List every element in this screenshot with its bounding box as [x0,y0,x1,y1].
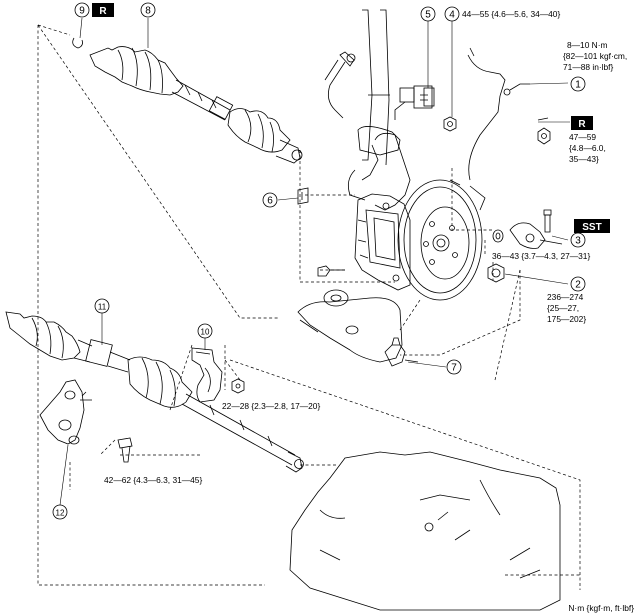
torque-1-line2: {82—101 kgf·cm, [563,51,627,61]
castle-nut [537,117,551,145]
transaxle-case [289,451,561,611]
torque-4: 44—55 {4.6—5.6, 34—40} [462,9,560,19]
upper-drive-shaft [89,46,303,164]
callout-2: 2 [570,276,586,292]
torque-3: 36—43 {3.7—4.3, 27—31} [492,251,590,261]
callout-11: 11 [94,298,110,314]
units-legend: N·m {kgf·m, ft·lbf} [568,603,634,613]
support-bracket [191,347,223,403]
lower-arm [297,289,419,367]
dashed-guide-lines [37,24,581,590]
svg-text:2: 2 [575,280,581,291]
torque-nut-line3: 35—43} [569,154,599,164]
callout-3: 3 [570,232,586,248]
callout-leaders [59,17,569,506]
joint-shaft-bracket [39,379,92,445]
svg-text:4: 4 [449,10,455,21]
callout-8: 8 [140,2,156,18]
torque-nut-line2: {4.8—6.0, [569,143,606,153]
callout-5: 5 [420,6,436,22]
callout-7: 7 [446,359,462,375]
clip [297,187,309,205]
svg-text:R: R [578,119,586,130]
abs-sensor-connector [423,87,435,107]
svg-text:10: 10 [201,328,210,337]
svg-text:11: 11 [98,303,107,312]
lock-nut [443,116,457,132]
svg-text:7: 7 [451,363,457,374]
svg-text:12: 12 [56,509,65,518]
strut-and-knuckle [317,9,530,301]
svg-text:5: 5 [425,10,431,21]
torque-10: 22—28 {2.3—2.8, 17—20} [222,401,320,411]
torque-1-line3: 71—88 in·lbf} [563,62,613,72]
torque-nut-line1: 47—59 [569,132,596,142]
svg-text:3: 3 [575,236,581,247]
tag-r-top: R [92,3,114,17]
hub-nut [487,263,505,283]
callout-10: 10 [197,323,213,339]
svg-text:8: 8 [145,6,151,17]
tie-rod-end [492,209,563,249]
bracket-nut [231,378,245,394]
callout-6: 6 [262,192,278,208]
callout-1: 1 [570,76,586,92]
svg-text:R: R [99,6,107,17]
callout-4: 4 [444,6,460,22]
tag-r-right: R [538,116,593,130]
torque-12: 42—62 {4.3—6.3, 31—45} [104,475,202,485]
callout-circles: 1 2 3 4 5 6 7 8 9 10 11 12 [52,2,586,520]
svg-text:1: 1 [575,80,581,91]
torque-2-line3: 175—202} [547,314,586,324]
circlip [72,37,83,49]
callout-12: 12 [52,504,68,520]
svg-text:9: 9 [79,6,85,17]
svg-text:SST: SST [582,222,601,233]
tag-sst: SST [574,219,610,233]
callout-9: 9 [74,2,90,18]
bracket-bolt [117,437,133,463]
torque-labels: 44—55 {4.6—5.6, 34—40} 8—10 N·m {82—101 … [104,9,634,613]
torque-2-line1: 236—274 [547,292,584,302]
torque-1-line1: 8—10 N·m [567,40,608,50]
svg-text:6: 6 [267,196,273,207]
lower-drive-shaft [5,311,304,473]
torque-2-line2: {25—27, [547,303,579,313]
